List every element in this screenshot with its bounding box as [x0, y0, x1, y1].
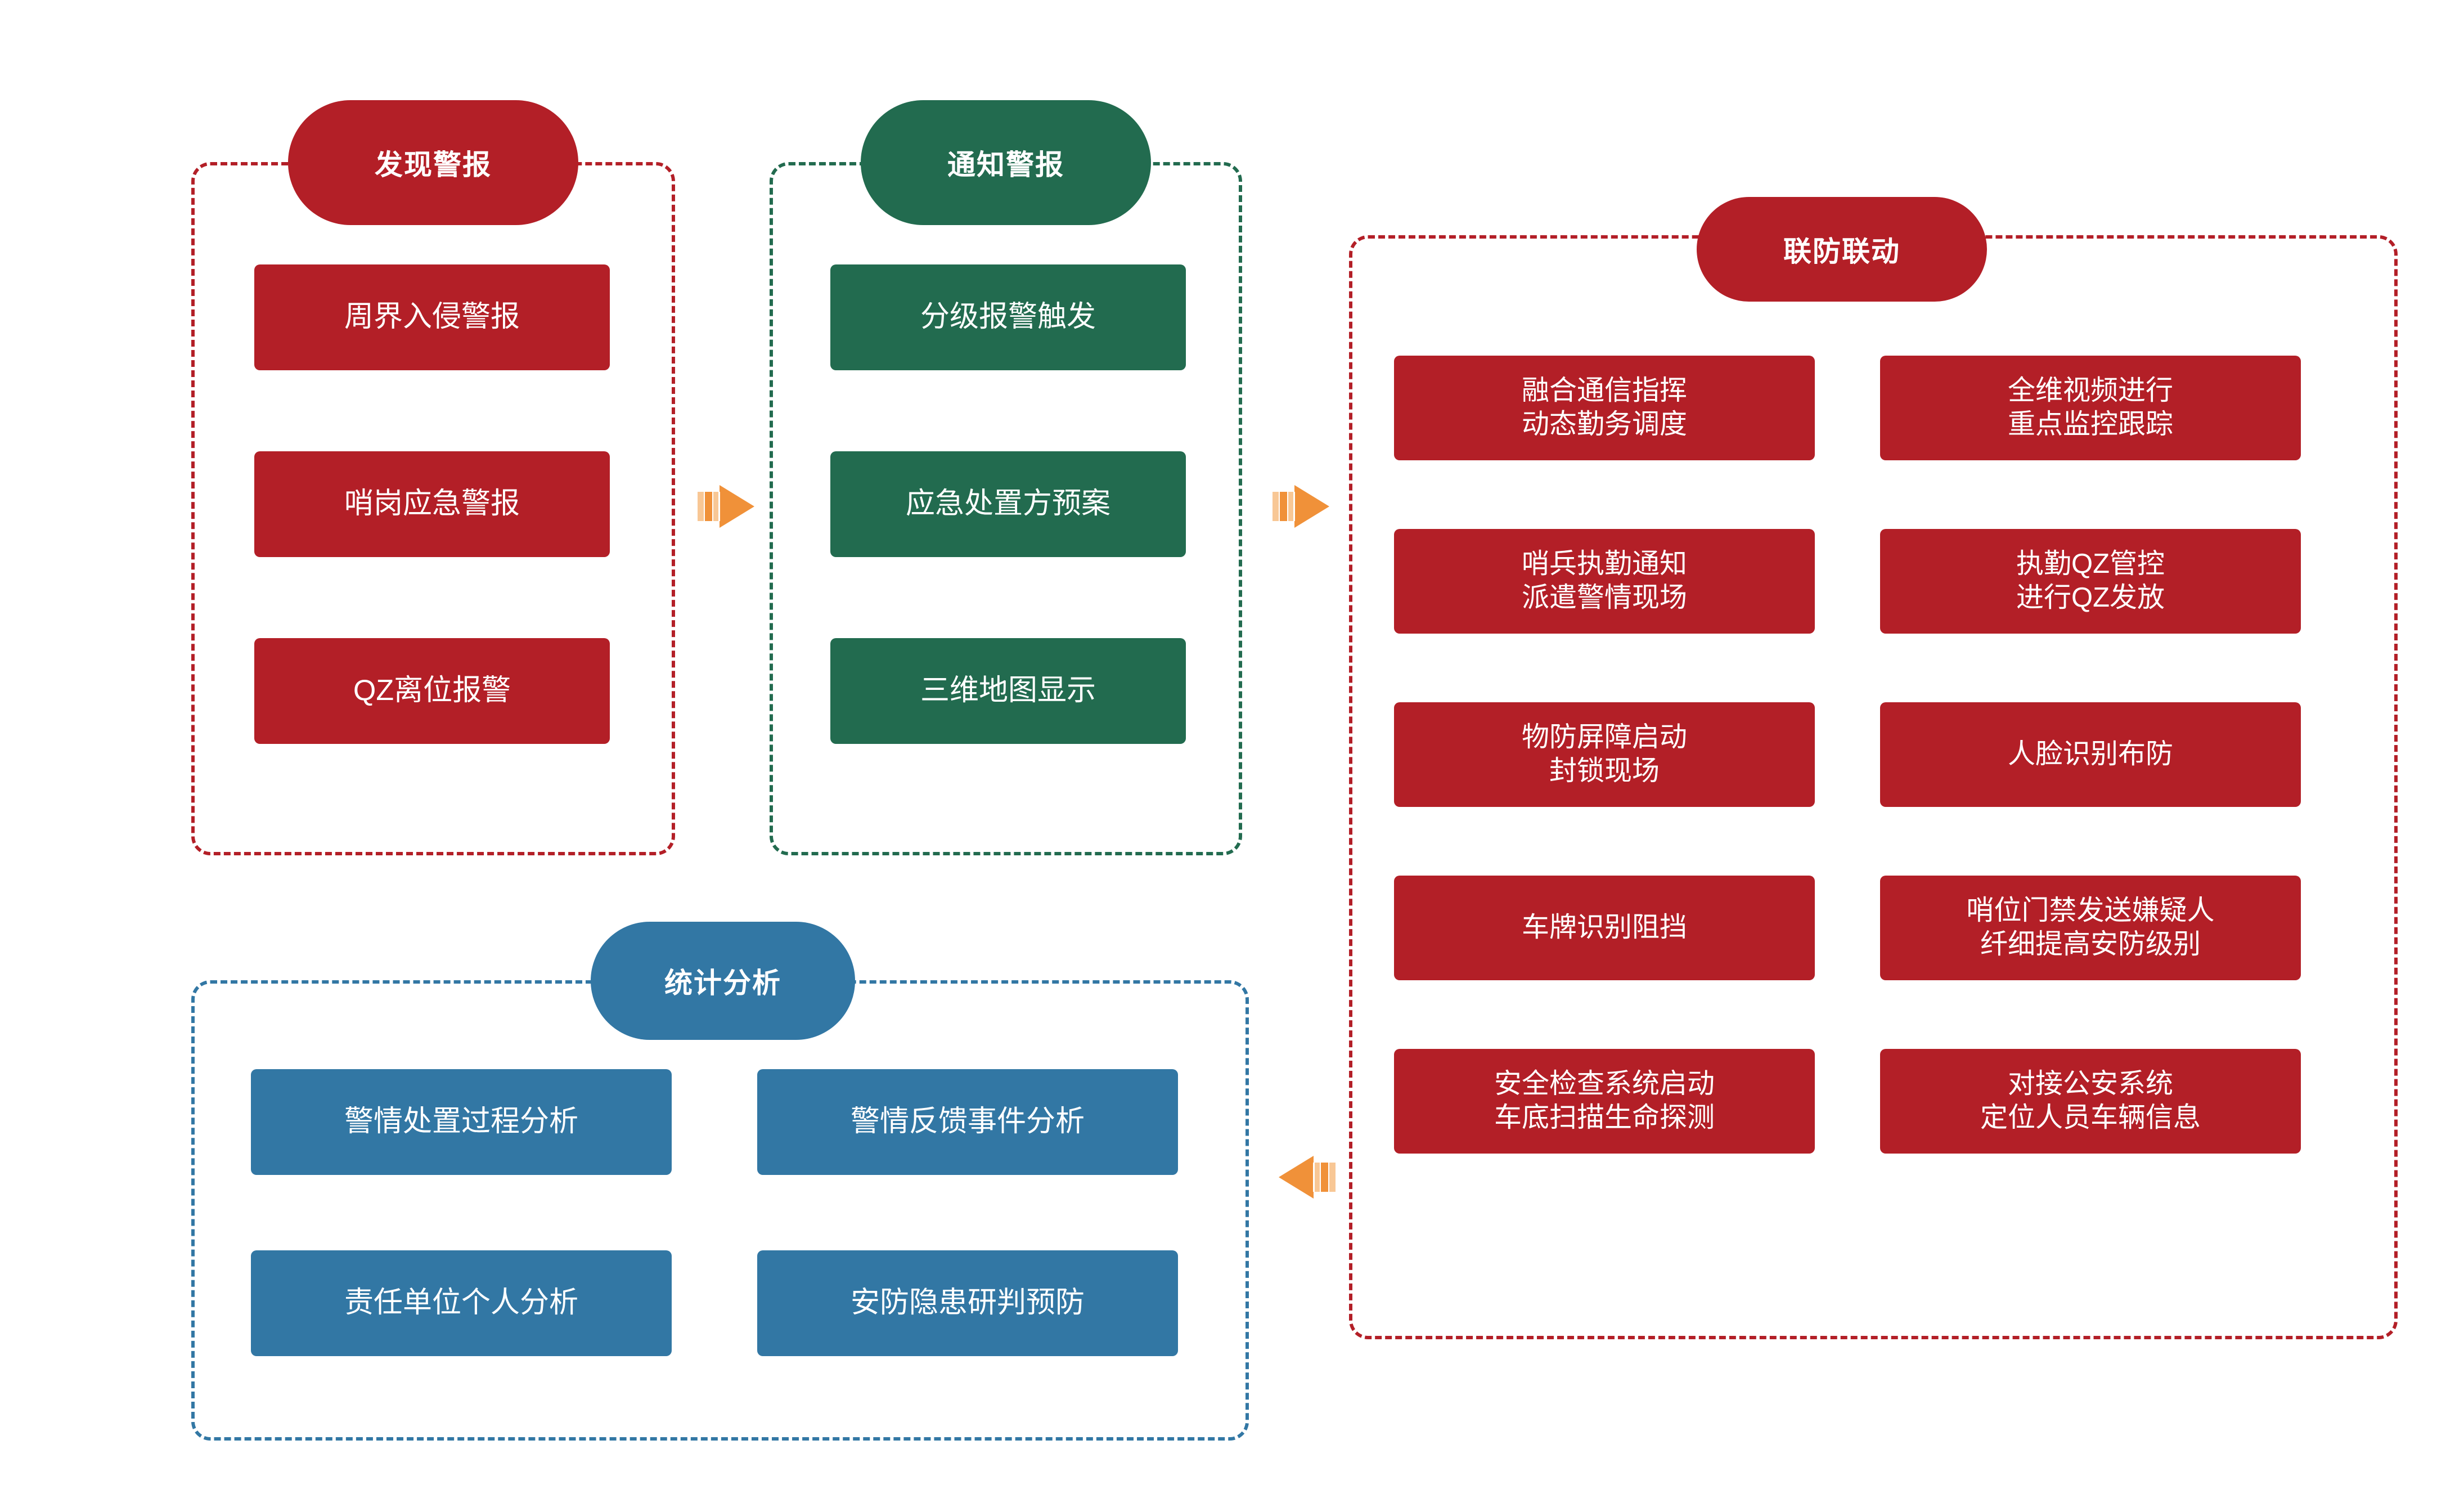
item-label: 安防隐患研判预防	[850, 1286, 1085, 1320]
item-box-emergency-response-plan[interactable]: 应急处置方预案	[830, 451, 1186, 557]
arrow-joint-defense-to-statistics	[1273, 1148, 1336, 1206]
item-label: 哨岗应急警报	[344, 487, 520, 521]
panel-header-joint-defense: 联防联动	[1697, 197, 1987, 302]
item-box-post-access-suspect-alert[interactable]: 哨位门禁发送嫌疑人 纤细提高安防级别	[1880, 876, 2301, 980]
item-label-line1: 哨位门禁发送嫌疑人	[1966, 895, 2215, 926]
item-label-line2: 动态勤务调度	[1521, 409, 1687, 439]
item-label: 物防屏障启动 封锁现场	[1522, 721, 1687, 788]
item-label: 三维地图显示	[920, 674, 1096, 707]
item-box-police-system-integration[interactable]: 对接公安系统 定位人员车辆信息	[1880, 1049, 2301, 1154]
item-label: 对接公安系统 定位人员车辆信息	[1980, 1067, 2201, 1135]
item-label: 执勤QZ管控 进行QZ发放	[2016, 548, 2165, 615]
item-label: 分级报警触发	[920, 300, 1096, 334]
panel-header-label: 联防联动	[1783, 236, 1900, 267]
item-label: QZ离位报警	[353, 674, 511, 707]
item-label: 警情处置过程分析	[344, 1105, 578, 1138]
item-label: 责任单位个人分析	[344, 1286, 578, 1320]
panel-header-label: 通知警报	[947, 149, 1064, 181]
item-box-duty-qz-control-issue[interactable]: 执勤QZ管控 进行QZ发放	[1880, 529, 2301, 634]
item-label: 安全检查系统启动 车底扫描生命探测	[1494, 1067, 1715, 1135]
item-label: 警情反馈事件分析	[850, 1105, 1085, 1138]
item-box-converged-comms-command[interactable]: 融合通信指挥 动态勤务调度	[1394, 356, 1815, 460]
item-box-physical-barrier-lockdown[interactable]: 物防屏障启动 封锁现场	[1394, 702, 1815, 807]
item-box-graded-alarm-trigger[interactable]: 分级报警触发	[830, 264, 1186, 370]
item-label-line2: 派遣警情现场	[1521, 582, 1687, 613]
item-label-line2: 重点监控跟踪	[2007, 409, 2173, 439]
panel-header-notify-alarm: 通知警报	[861, 100, 1151, 225]
item-label-line2: 定位人员车辆信息	[1980, 1102, 2201, 1133]
panel-header-discover-alarm: 发现警报	[288, 100, 578, 225]
item-label-line1: 全维视频进行	[2007, 375, 2173, 406]
item-label: 人脸识别布防	[2007, 739, 2173, 770]
item-label: 周界入侵警报	[344, 300, 520, 334]
item-box-face-recognition-deploy[interactable]: 人脸识别布防	[1880, 702, 2301, 807]
item-box-sentry-emergency-alarm[interactable]: 哨岗应急警报	[254, 451, 610, 557]
item-box-security-risk-assessment-prevention[interactable]: 安防隐患研判预防	[757, 1250, 1178, 1356]
item-box-alarm-handling-process-analysis[interactable]: 警情处置过程分析	[251, 1069, 672, 1175]
arrow-discover-to-notify	[698, 477, 761, 536]
panel-statistics-analysis	[191, 980, 1249, 1441]
item-label-line1: 安全检查系统启动	[1494, 1069, 1715, 1100]
item-box-3d-map-display[interactable]: 三维地图显示	[830, 638, 1186, 744]
item-label-line1: 执勤QZ管控	[2016, 549, 2165, 580]
item-label: 哨兵执勤通知 派遣警情现场	[1522, 548, 1687, 615]
item-box-omni-video-tracking[interactable]: 全维视频进行 重点监控跟踪	[1880, 356, 2301, 460]
item-label: 融合通信指挥 动态勤务调度	[1522, 374, 1687, 442]
panel-header-statistics-analysis: 统计分析	[591, 922, 855, 1040]
item-label-line2: 车底扫描生命探测	[1494, 1102, 1715, 1133]
item-label: 车牌识别阻挡	[1521, 912, 1687, 943]
item-label-line1: 融合通信指挥	[1521, 375, 1687, 406]
item-box-responsible-unit-person-analysis[interactable]: 责任单位个人分析	[251, 1250, 672, 1356]
item-label-line2: 进行QZ发放	[2016, 582, 2165, 613]
item-box-security-check-scan[interactable]: 安全检查系统启动 车底扫描生命探测	[1394, 1049, 1815, 1154]
item-box-perimeter-intrusion-alarm[interactable]: 周界入侵警报	[254, 264, 610, 370]
item-box-alarm-feedback-event-analysis[interactable]: 警情反馈事件分析	[757, 1069, 1178, 1175]
item-label-line1: 哨兵执勤通知	[1521, 549, 1687, 580]
item-label: 哨位门禁发送嫌疑人 纤细提高安防级别	[1966, 894, 2214, 962]
arrow-notify-to-joint-defense	[1273, 477, 1336, 536]
item-label: 应急处置方预案	[905, 487, 1110, 521]
item-box-plate-recognition-block[interactable]: 车牌识别阻挡	[1394, 876, 1815, 980]
item-box-qz-leave-post-alarm[interactable]: QZ离位报警	[254, 638, 610, 744]
panel-header-label: 发现警报	[375, 149, 492, 181]
item-label-line2: 纤细提高安防级别	[1980, 929, 2201, 959]
item-label-line2: 封锁现场	[1549, 756, 1660, 786]
item-label-line1: 对接公安系统	[2007, 1069, 2173, 1100]
item-box-sentry-duty-dispatch[interactable]: 哨兵执勤通知 派遣警情现场	[1394, 529, 1815, 634]
panel-header-label: 统计分析	[664, 967, 781, 999]
item-label-line1: 物防屏障启动	[1521, 722, 1687, 753]
item-label: 全维视频进行 重点监控跟踪	[2008, 374, 2173, 442]
